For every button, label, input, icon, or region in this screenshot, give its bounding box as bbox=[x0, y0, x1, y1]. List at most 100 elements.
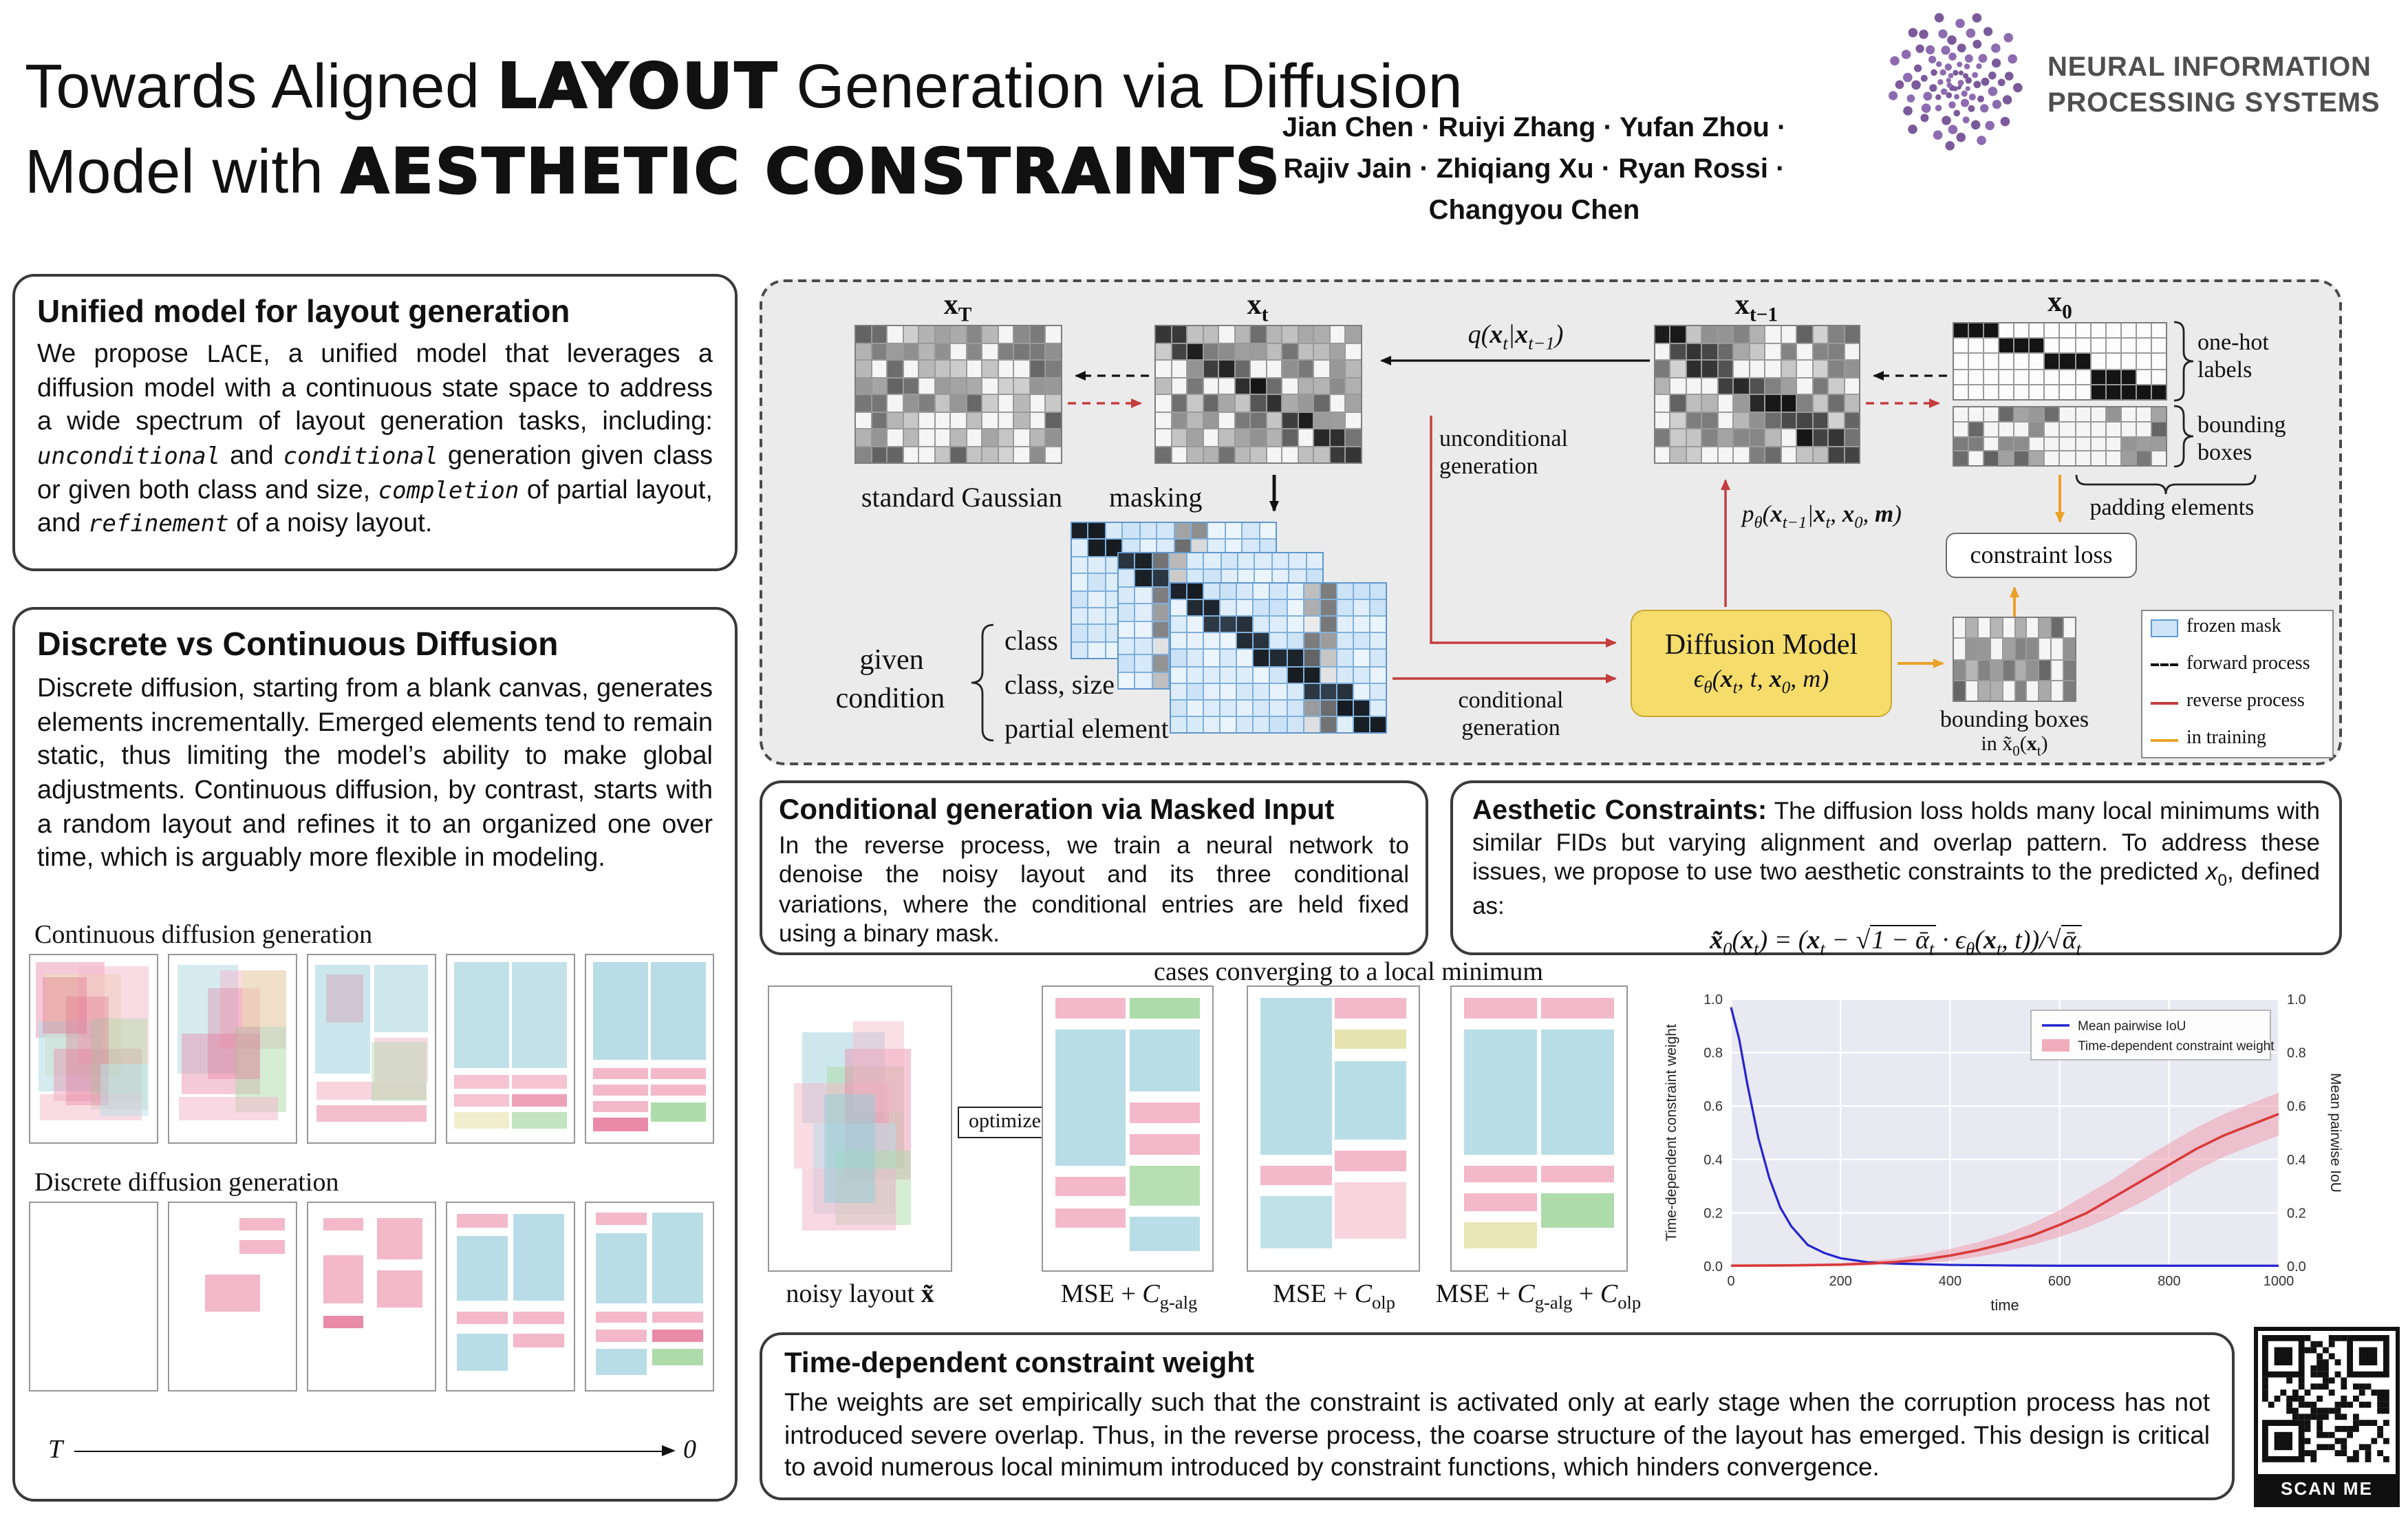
x0-bbox-matrix bbox=[1953, 406, 2167, 467]
xT-header: xT bbox=[943, 288, 972, 327]
xt-minus-1-matrix bbox=[1654, 325, 1860, 464]
neurips-swirl-icon bbox=[1889, 13, 2023, 151]
aesthetic-constraints-title: Aesthetic Constraints: bbox=[1472, 796, 1767, 826]
discrete-frame-4 bbox=[446, 1202, 575, 1392]
discrete-frame-1 bbox=[29, 1202, 158, 1392]
continuous-row-label: Continuous diffusion generation bbox=[34, 921, 373, 950]
timeline-T-label: T bbox=[48, 1436, 63, 1464]
condition-item-class: class bbox=[1004, 626, 1058, 657]
standard-gaussian-label: standard Gaussian bbox=[861, 483, 1063, 513]
noisy-layout-label: noisy layout x̃ bbox=[786, 1280, 934, 1309]
xt-noise-matrix bbox=[1154, 325, 1362, 464]
svg-text:0.0: 0.0 bbox=[1703, 1259, 1723, 1275]
discrete-vs-continuous-body: Discrete diffusion, starting from a blan… bbox=[37, 674, 713, 873]
unified-model-title: Unified model for layout generation bbox=[37, 293, 570, 329]
reverse-p-label: pθ(xt−1|xt, x0, m) bbox=[1742, 500, 1902, 532]
svg-text:0: 0 bbox=[1727, 1274, 1734, 1289]
svg-text:1.0: 1.0 bbox=[2287, 992, 2306, 1007]
svg-text:Mean pairwise IoU: Mean pairwise IoU bbox=[2328, 1073, 2342, 1193]
svg-text:Time-dependent constraint weig: Time-dependent constraint weight bbox=[2078, 1039, 2275, 1054]
unified-model-body: We propose LACE, a unified model that le… bbox=[37, 340, 713, 539]
optimize-label: optimize bbox=[958, 1107, 1052, 1138]
svg-text:0.2: 0.2 bbox=[1703, 1206, 1723, 1221]
title-blocky-layout: LAYOUT bbox=[497, 49, 780, 124]
bbox-small-label: bounding boxes bbox=[1939, 706, 2089, 732]
result-g-alg-thumbnail bbox=[1042, 985, 1214, 1272]
x0-onehot-matrix bbox=[1953, 322, 2167, 401]
legend-forward-process: forward process bbox=[2151, 654, 2324, 675]
conditional-generation-label: conditional generation bbox=[1458, 687, 1564, 741]
aesthetic-constraints-card: Aesthetic Constraints: The diffusion los… bbox=[1450, 780, 2342, 959]
bbox-small-sublabel: in x̃0(xt) bbox=[1981, 734, 2048, 760]
condition-item-partial-element: partial element bbox=[1004, 714, 1169, 745]
diagram-arrows bbox=[971, 321, 2257, 742]
conditional-generation-title: Conditional generation via Masked Input bbox=[779, 794, 1335, 826]
discrete-frame-2 bbox=[168, 1202, 297, 1392]
noisy-layout-thumbnail bbox=[768, 985, 952, 1272]
svg-text:time: time bbox=[1990, 1297, 2019, 1314]
frozen-mask-swatch-icon bbox=[2151, 619, 2178, 637]
cases-caption: cases converging to a local minimum bbox=[1154, 958, 1543, 987]
svg-text:800: 800 bbox=[2158, 1274, 2180, 1289]
given-condition-label2: condition bbox=[835, 681, 945, 714]
bounding-boxes-matrix bbox=[1953, 617, 2076, 702]
timeline-zero-label: 0 bbox=[683, 1436, 696, 1464]
forward-process-swatch-icon bbox=[2151, 663, 2178, 667]
svg-text:Time-dependent constraint weig: Time-dependent constraint weight bbox=[1664, 1024, 1679, 1241]
author-line: Jian Chen · Ruiyi Zhang · Yufan Zhou · bbox=[1282, 113, 1787, 143]
xt-minus-1-header: xt−1 bbox=[1734, 288, 1778, 327]
result-olp-thumbnail bbox=[1247, 985, 1420, 1272]
svg-text:Mean pairwise IoU: Mean pairwise IoU bbox=[2078, 1019, 2186, 1034]
unconditional-generation-label: unconditional generation bbox=[1439, 425, 1568, 480]
xT-noise-matrix bbox=[854, 325, 1062, 464]
neurips-logo-text: NEURAL INFORMATION PROCESSING SYSTEMS bbox=[2047, 52, 2380, 118]
poster-title: Towards Aligned LAYOUT Generation via Di… bbox=[25, 44, 1463, 215]
svg-text:0.4: 0.4 bbox=[2287, 1153, 2306, 1168]
reverse-process-swatch-icon bbox=[2151, 701, 2178, 705]
in-training-swatch-icon bbox=[2151, 738, 2178, 742]
forward-q-label: q(xt|xt−1) bbox=[1468, 321, 1564, 354]
continuous-frame-3 bbox=[307, 954, 436, 1144]
title-blocky-aesthetic: AESTHETIC CONSTRAINTS bbox=[340, 134, 1282, 209]
diffusion-model-title: Diffusion Model bbox=[1664, 628, 1858, 661]
svg-text:0.8: 0.8 bbox=[1703, 1046, 1723, 1061]
poster-title-line1: Towards Aligned LAYOUT Generation via Di… bbox=[25, 49, 1463, 124]
constraint-loss-box: constraint loss bbox=[1946, 533, 2137, 578]
svg-text:0.4: 0.4 bbox=[1703, 1153, 1723, 1168]
qr-code: SCAN ME bbox=[2254, 1327, 2400, 1507]
svg-text:400: 400 bbox=[1939, 1274, 1961, 1289]
aesthetic-constraints-body: Aesthetic Constraints: The diffusion los… bbox=[1472, 796, 2321, 920]
time-dependent-weight-title: Time-dependent constraint weight bbox=[784, 1347, 1254, 1379]
time-dependent-weight-body: The weights are set empirically such tha… bbox=[784, 1387, 2210, 1482]
padding-elements-annotation: padding elements bbox=[2089, 494, 2255, 520]
author-line: Changyou Chen bbox=[1428, 195, 1640, 226]
qr-scan-me-label: SCAN ME bbox=[2258, 1474, 2396, 1503]
condition-item-class-size: class, size bbox=[1004, 670, 1115, 701]
mse-galg-label: MSE + Cg-alg bbox=[1060, 1280, 1198, 1313]
mse-olp-label: MSE + Colp bbox=[1273, 1280, 1395, 1313]
svg-text:1000: 1000 bbox=[2264, 1274, 2294, 1289]
qr-code-icon bbox=[2262, 1335, 2389, 1462]
time-dependent-weight-card: Time-dependent constraint weight The wei… bbox=[760, 1332, 2235, 1500]
svg-text:1.0: 1.0 bbox=[1703, 992, 1723, 1007]
result-both-thumbnail bbox=[1450, 985, 1628, 1272]
diagram-legend: frozen mask forward process reverse proc… bbox=[2141, 610, 2334, 758]
continuous-frame-1 bbox=[29, 954, 158, 1144]
continuous-frame-5 bbox=[585, 954, 714, 1144]
discrete-vs-continuous-title: Discrete vs Continuous Diffusion bbox=[37, 626, 559, 663]
legend-reverse-process: reverse process bbox=[2151, 692, 2324, 712]
aesthetic-formula: x̃0(xt) = (xt − √1 − ᾱt · ϵθ(xt, t))/√α… bbox=[1710, 924, 2083, 959]
mse-both-label: MSE + Cg-alg + Colp bbox=[1435, 1280, 1642, 1313]
discrete-frame-3 bbox=[307, 1202, 436, 1392]
author-line: Rajiv Jain · Zhiqiang Xu · Ryan Rossi · bbox=[1283, 154, 1785, 184]
svg-text:200: 200 bbox=[1829, 1274, 1852, 1289]
bounding-boxes-annotation: bounding boxes bbox=[2197, 412, 2286, 465]
diffusion-model-formula: ϵθ(xt, t, x0, m) bbox=[1693, 665, 1829, 698]
svg-text:0.0: 0.0 bbox=[2287, 1259, 2306, 1275]
discrete-vs-continuous-card: Discrete vs Continuous Diffusion Discret… bbox=[12, 607, 738, 1502]
svg-text:0.6: 0.6 bbox=[1703, 1099, 1723, 1114]
xt-header: xt bbox=[1247, 288, 1269, 327]
unified-model-card: Unified model for layout generation We p… bbox=[12, 274, 738, 571]
svg-text:0.8: 0.8 bbox=[2287, 1046, 2306, 1061]
